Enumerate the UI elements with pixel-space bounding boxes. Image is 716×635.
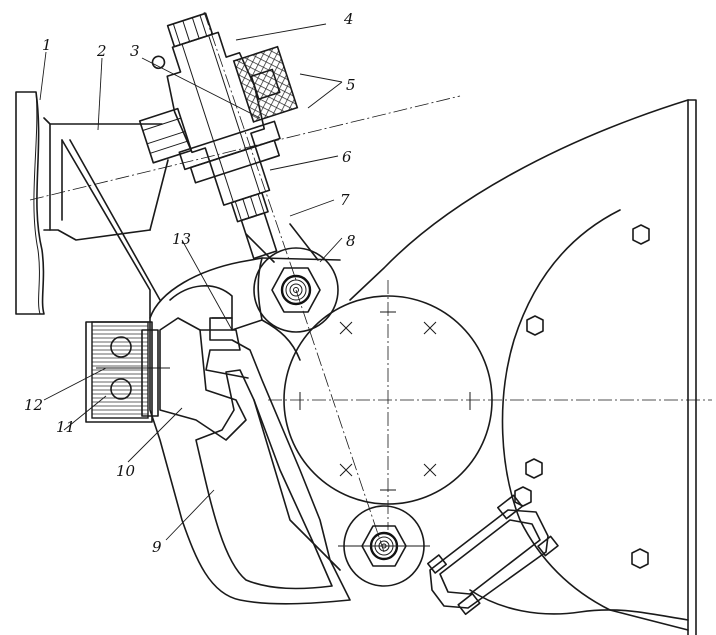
screw-assembly [138,12,319,263]
label-part-4: 4 [343,10,354,28]
label-part-6: 6 [342,148,352,166]
label-part-13: 13 [172,230,191,248]
lever-frame [149,257,351,605]
label-part-11: 11 [56,418,75,436]
large-disc [349,99,697,635]
part-labels: 1 2 3 4 5 6 7 8 9 10 11 12 13 [24,10,356,556]
label-part-7: 7 [340,191,350,209]
label-part-3: 3 [130,42,140,60]
label-part-9: 9 [152,538,162,556]
label-part-2: 2 [96,42,107,60]
disc-bolt [514,224,650,569]
upper-pin [253,247,339,333]
label-part-12: 12 [24,396,43,414]
leader-lines [39,23,343,541]
lower-link [426,494,559,616]
label-part-10: 10 [116,462,136,480]
label-part-5: 5 [346,76,356,94]
label-part-8: 8 [346,232,356,250]
base-plate [15,91,45,315]
bracket-arm [43,117,169,319]
lower-pin [338,505,430,587]
label-part-1: 1 [42,36,52,54]
